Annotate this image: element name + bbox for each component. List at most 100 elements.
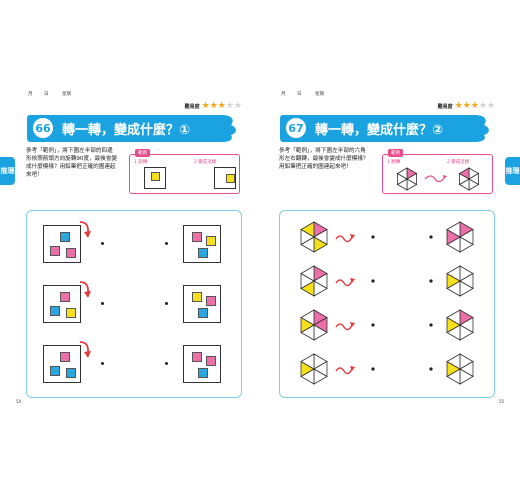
star-filled-icon: ★ (462, 101, 471, 111)
flip-arrow-icon (335, 322, 355, 331)
example-tile (226, 174, 235, 183)
title-banner: 66 轉一轉，變成什麼？① (26, 113, 242, 143)
square-tile (60, 352, 70, 362)
star-filled-icon: ★ (470, 101, 479, 111)
hexagon-option[interactable] (446, 309, 474, 341)
connect-dot[interactable] (371, 279, 375, 283)
date-day-label: 日 (297, 92, 302, 97)
square-tile (192, 352, 202, 362)
category-tab-right: 推理 (505, 157, 520, 185)
connect-dot[interactable] (429, 235, 433, 239)
left-page: 月 日 星期 難易度 ★★★★★ 66 轉一轉，變成什麼？① 參考「範例」，將下… (16, 77, 242, 407)
rotation-square-option[interactable] (183, 285, 221, 323)
hexagon-option[interactable] (446, 221, 474, 253)
example-tag: 範例 (135, 149, 150, 157)
date-month-label: 月 (281, 92, 286, 97)
example-square-after (214, 167, 236, 189)
square-tile (198, 368, 208, 378)
square-tile (198, 308, 208, 318)
square-tile (206, 236, 216, 246)
connect-dot[interactable] (101, 302, 104, 305)
hex-segment (300, 265, 315, 282)
square-tile (206, 356, 216, 366)
connect-dot[interactable] (101, 362, 104, 365)
hex-segment (300, 353, 315, 370)
connect-dot[interactable] (371, 235, 375, 239)
puzzle-panel (279, 210, 495, 398)
hex-segment (458, 167, 470, 180)
connect-dot[interactable] (165, 242, 168, 245)
square-tile (50, 246, 60, 256)
hexagon-original (300, 265, 328, 297)
square-tile (198, 248, 208, 258)
square-tile (50, 366, 60, 376)
hex-segment (396, 167, 408, 180)
square-tile (192, 232, 202, 242)
square-tile (60, 232, 70, 242)
puzzle-title: 轉一轉，變成什麼？① (62, 123, 191, 138)
rotate-arrow-icon (79, 221, 91, 238)
hexagon-option[interactable] (446, 265, 474, 297)
connect-dot[interactable] (101, 242, 104, 245)
flip-arrow-icon (335, 234, 355, 243)
star-filled-icon: ★ (217, 101, 226, 111)
title-banner: 67 轉一轉，變成什麼？② (279, 113, 495, 143)
hexagon-puzzle (300, 221, 474, 385)
hex-segment (446, 221, 461, 238)
hex-segment (446, 353, 461, 370)
connect-dot[interactable] (371, 367, 375, 371)
example-box: 範例 1 翻轉 2 變成這樣 (382, 149, 493, 194)
puzzle-number: 66 (31, 116, 55, 140)
category-tab-label: 推理 (0, 166, 15, 175)
connect-dot[interactable] (165, 302, 168, 305)
example-square-before (144, 167, 166, 189)
rotation-square-original (43, 285, 81, 323)
star-rating: ★★★★★ (455, 102, 495, 111)
difficulty-rating: 難易度 ★★★★★ (185, 102, 242, 111)
star-filled-icon: ★ (454, 101, 463, 111)
flip-arrow-icon (335, 278, 355, 287)
connect-dot[interactable] (429, 323, 433, 327)
instruction-text: 參考「範例」，將下圖左半部的六角形左右翻轉，最後會變成什麼模樣？用鉛筆把正確的圖… (279, 148, 369, 170)
square-tile (192, 292, 202, 302)
difficulty-label: 難易度 (184, 104, 200, 110)
example-tile (151, 172, 160, 181)
connect-dot[interactable] (165, 362, 168, 365)
connect-dot[interactable] (429, 367, 433, 371)
page-number: 54 (16, 399, 22, 404)
square-tile (66, 368, 76, 378)
square-tile (60, 292, 70, 302)
rotation-square-option[interactable] (183, 345, 221, 383)
square-tile (66, 308, 76, 318)
date-day-label: 日 (44, 92, 49, 97)
hex-segment (446, 265, 461, 282)
star-filled-icon: ★ (209, 101, 218, 111)
hexagon-original (300, 221, 328, 253)
puzzle-panel (26, 210, 242, 398)
rotate-arrow-icon (79, 341, 91, 358)
connect-dot[interactable] (371, 323, 375, 327)
rotate-arrow-icon (79, 281, 91, 298)
square-tile (206, 296, 216, 306)
hex-segment (300, 309, 315, 326)
example-hexagons (396, 167, 480, 191)
flip-arrow-icon (335, 366, 355, 375)
example-step-1: 1 翻轉 (387, 160, 401, 165)
hexagon-option[interactable] (446, 353, 474, 385)
square-tile (66, 248, 76, 258)
connect-dot[interactable] (429, 279, 433, 283)
star-empty-icon: ★ (478, 101, 487, 111)
difficulty-label: 難易度 (437, 104, 453, 110)
rotation-square-option[interactable] (183, 225, 221, 263)
date-weekday-label: 星期 (62, 92, 71, 97)
right-page: 月 日 星期 難易度 ★★★★★ 67 轉一轉，變成什麼？② 參考「範例」，將下… (279, 77, 504, 407)
star-rating: ★★★★★ (202, 102, 242, 111)
puzzle-title: 轉一轉，變成什麼？② (315, 123, 444, 138)
banner-background (27, 115, 236, 142)
example-tag: 範例 (388, 149, 403, 157)
square-tile (50, 306, 60, 316)
category-tab-left: 推理 (0, 157, 15, 185)
banner-background (280, 115, 489, 142)
star-empty-icon: ★ (233, 101, 242, 111)
hexagon-original (300, 309, 328, 341)
